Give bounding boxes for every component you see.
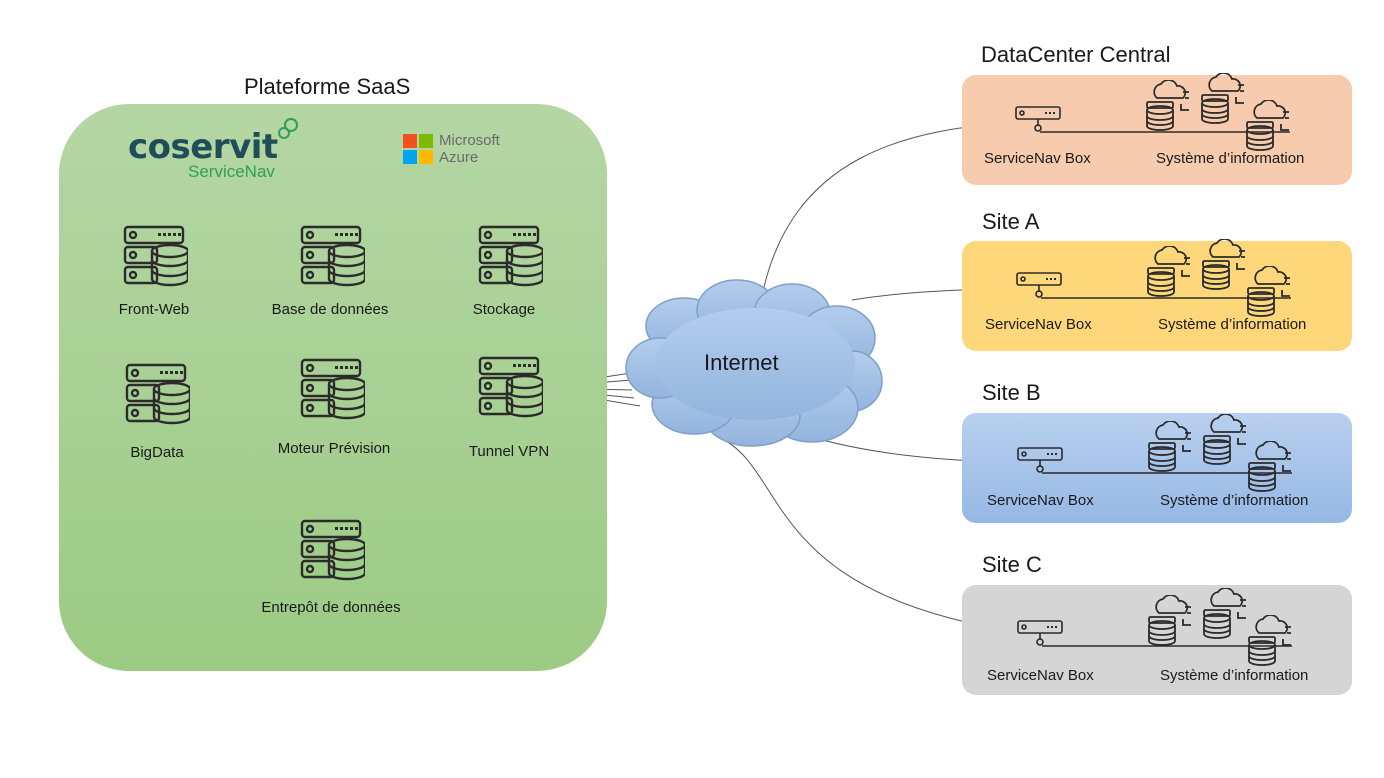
bigdata-server-icon xyxy=(124,362,190,428)
site-title-c: Site C xyxy=(982,552,1042,577)
site-title-b: Site B xyxy=(982,380,1041,405)
cloud-server-icon xyxy=(1246,266,1292,318)
servicenav-box-icon xyxy=(1017,447,1063,473)
site-box-label-c: ServiceNav Box xyxy=(987,667,1094,684)
site-si-label-a: Système d’information xyxy=(1158,316,1307,333)
site-si-label-c: Système d’information xyxy=(1160,667,1309,684)
internet-label: Internet xyxy=(704,350,779,375)
cloud-server-icon xyxy=(1202,588,1248,640)
cloud-server-icon xyxy=(1201,239,1247,291)
azure-logo-text: Microsoft Azure xyxy=(439,132,500,166)
site-si-label-b: Système d’information xyxy=(1160,492,1309,509)
site-si-label-datacenter: Système d’information xyxy=(1156,150,1305,167)
service-label-entrepot: Entrepôt de données xyxy=(261,599,401,616)
link-site-c xyxy=(719,437,1041,636)
site-title-a: Site A xyxy=(982,209,1040,234)
servicenav-box-icon xyxy=(1015,106,1061,132)
cloud-server-icon xyxy=(1147,421,1193,473)
forecast-engine-server-icon xyxy=(299,357,365,423)
storage-server-icon xyxy=(477,224,543,290)
data-warehouse-server-icon xyxy=(299,518,365,584)
coservit-logo: coservit xyxy=(128,127,278,167)
microsoft-logo-icon xyxy=(403,134,433,164)
site-box-label-b: ServiceNav Box xyxy=(987,492,1094,509)
service-label-base-de-donnees: Base de données xyxy=(271,301,389,318)
site-title-datacenter: DataCenter Central xyxy=(981,42,1171,67)
cloud-server-icon xyxy=(1200,73,1246,125)
service-label-bigdata: BigData xyxy=(130,444,184,461)
saas-title: Plateforme SaaS xyxy=(244,74,411,99)
service-label-front-web: Front-Web xyxy=(118,301,190,318)
servicenav-logo-text: ServiceNav xyxy=(188,162,275,181)
cloud-server-icon xyxy=(1202,414,1248,466)
site-box-label-a: ServiceNav Box xyxy=(985,316,1092,333)
azure-line-2: Azure xyxy=(439,149,479,166)
servicenav-box-icon xyxy=(1016,272,1062,298)
cloud-server-icon xyxy=(1245,100,1291,152)
cloud-server-icon xyxy=(1247,615,1293,667)
site-box-label-datacenter: ServiceNav Box xyxy=(984,150,1091,167)
servicenav-box-icon xyxy=(1017,620,1063,646)
service-label-stockage: Stockage xyxy=(472,301,536,318)
cloud-server-icon xyxy=(1247,441,1293,493)
coservit-logo-mark-icon xyxy=(278,118,298,139)
azure-line-1: Microsoft xyxy=(439,132,500,149)
database-server-icon xyxy=(299,224,365,290)
service-label-moteur-prevision: Moteur Prévision xyxy=(277,440,391,457)
cloud-server-icon xyxy=(1147,595,1193,647)
vpn-tunnel-server-icon xyxy=(477,355,543,421)
cloud-server-icon xyxy=(1146,246,1192,298)
service-label-tunnel-vpn: Tunnel VPN xyxy=(468,443,550,460)
front-web-server-icon xyxy=(122,224,188,290)
cloud-server-icon xyxy=(1145,80,1191,132)
internet-cloud-icon xyxy=(625,279,883,447)
